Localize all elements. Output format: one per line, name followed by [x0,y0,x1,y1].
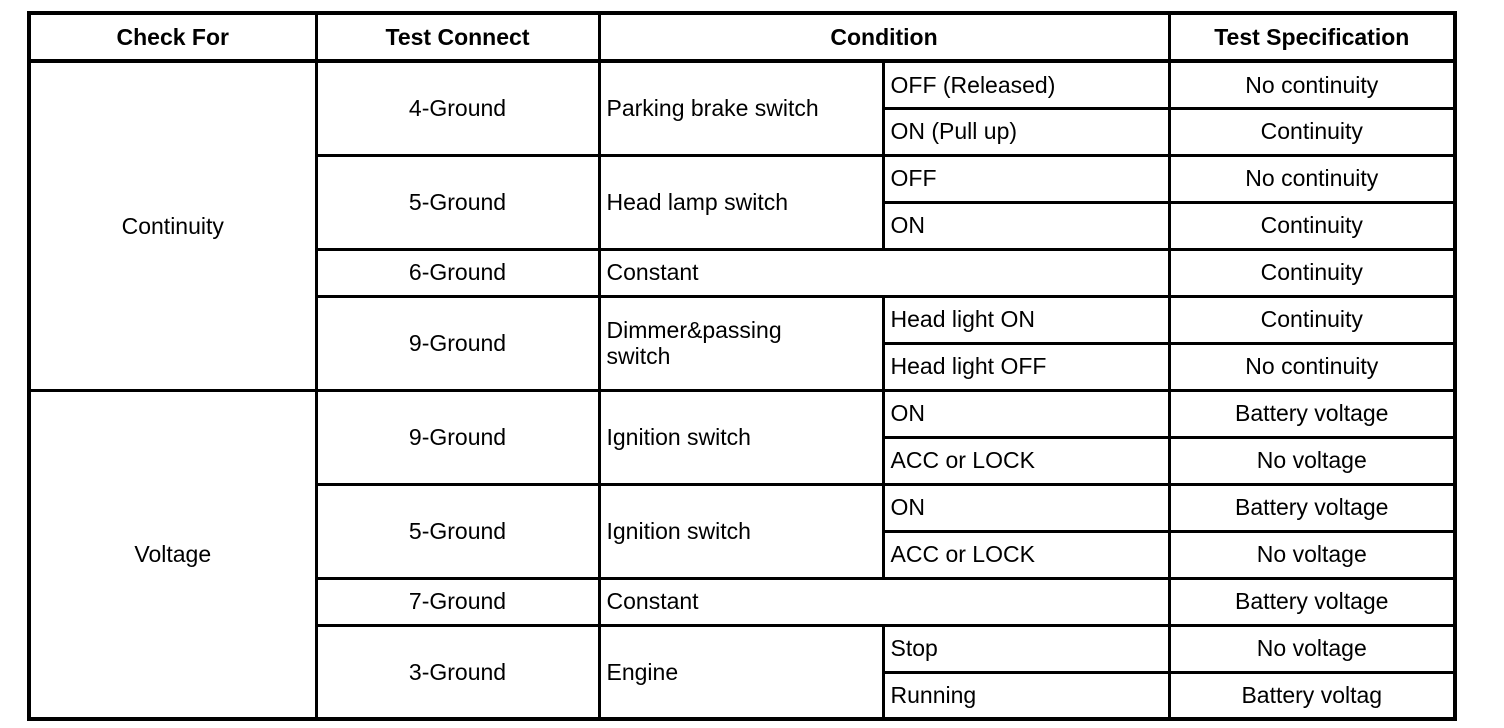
test-spec-cell: No voltage [1167,623,1457,674]
test-spec-cell: No voltage [1167,435,1457,486]
test-spec-cell: Continuity [1167,200,1457,251]
table-row: Continuity 4-Ground Parking brake switch… [27,59,1457,392]
test-spec-cell: Battery voltag [1167,670,1457,721]
check-for-cell: Voltage [27,388,318,721]
condition-state-cell: Running [881,670,1171,721]
table-row: 5-Ground Head lamp switch OFF No continu… [29,153,1457,251]
table-row: Head light OFF No continuity [29,341,1457,392]
test-connect-cell: 6-Ground [314,247,601,298]
table-row: 5-Ground Ignition switch ON Battery volt… [29,482,1457,580]
table-row: 7-Ground Constant Battery voltage [29,576,1457,627]
condition-state-cell: Head light ON [881,294,1171,345]
test-spec-cell: No continuity [1167,59,1457,110]
condition-state-cell: ACC or LOCK [881,529,1171,580]
test-connect-cell: 9-Ground [314,294,601,392]
condition-cell: Head lamp switch [597,153,885,251]
test-spec-cell: No voltage [1167,529,1457,580]
test-spec-cell: Battery voltage [1167,482,1457,533]
table-row: ACC or LOCK No voltage [29,529,1457,580]
condition-state-cell: ON [881,200,1171,251]
condition-state-cell: OFF [881,153,1171,204]
condition-cell: Ignition switch [597,388,885,486]
test-spec-cell: Continuity [1167,294,1457,345]
condition-cell: Constant [597,576,1171,627]
test-specification-table: Check For Test Connect Condition Test Sp… [27,11,1458,721]
table-row: ON Continuity [29,200,1457,251]
test-spec-cell: Continuity [1167,106,1457,157]
test-connect-cell: 3-Ground [314,623,601,721]
test-connect-cell: 5-Ground [314,153,601,251]
condition-cell: Dimmer&passing switch [597,294,885,392]
header-condition: Condition [597,11,1171,63]
condition-cell: Constant [597,247,1171,298]
test-connect-cell: 5-Ground [314,482,601,580]
condition-state-cell: Head light OFF [881,341,1171,392]
check-for-cell: Continuity [27,59,318,392]
condition-state-cell: ON [881,482,1171,533]
condition-state-cell: Stop [881,623,1171,674]
table-row: Running Battery voltag [29,670,1457,721]
test-spec-cell: Continuity [1167,247,1457,298]
table-row: 3-Ground Engine Stop No voltage [29,623,1457,721]
test-spec-cell: No continuity [1167,153,1457,204]
test-connect-cell: 4-Ground [314,59,601,157]
condition-cell: Engine [597,623,885,721]
header-check-for: Check For [27,11,318,63]
condition-cell: Parking brake switch [597,59,885,157]
scanned-manual-page: Check For Test Connect Condition Test Sp… [27,11,1458,721]
condition-state-cell: OFF (Released) [881,59,1171,110]
condition-state-cell: ACC or LOCK [881,435,1171,486]
header-test-connect: Test Connect [314,11,601,63]
test-connect-cell: 9-Ground [314,388,601,486]
condition-state-cell: ON [881,388,1171,439]
header-test-specification: Test Specification [1167,11,1457,63]
table-row: Voltage 9-Ground Ignition switch ON Batt… [27,388,1457,721]
test-spec-cell: Battery voltage [1167,388,1457,439]
test-spec-cell: Battery voltage [1167,576,1457,627]
test-spec-cell: No continuity [1167,341,1457,392]
table-row: ON (Pull up) Continuity [29,106,1457,157]
table-row: ACC or LOCK No voltage [29,435,1457,486]
table-row: 6-Ground Constant Continuity [29,247,1457,298]
test-connect-cell: 7-Ground [314,576,601,627]
table-row: 9-Ground Dimmer&passing switch Head ligh… [29,294,1457,392]
condition-state-cell: ON (Pull up) [881,106,1171,157]
condition-cell: Ignition switch [597,482,885,580]
header-row: Check For Test Connect Condition Test Sp… [27,11,1457,63]
